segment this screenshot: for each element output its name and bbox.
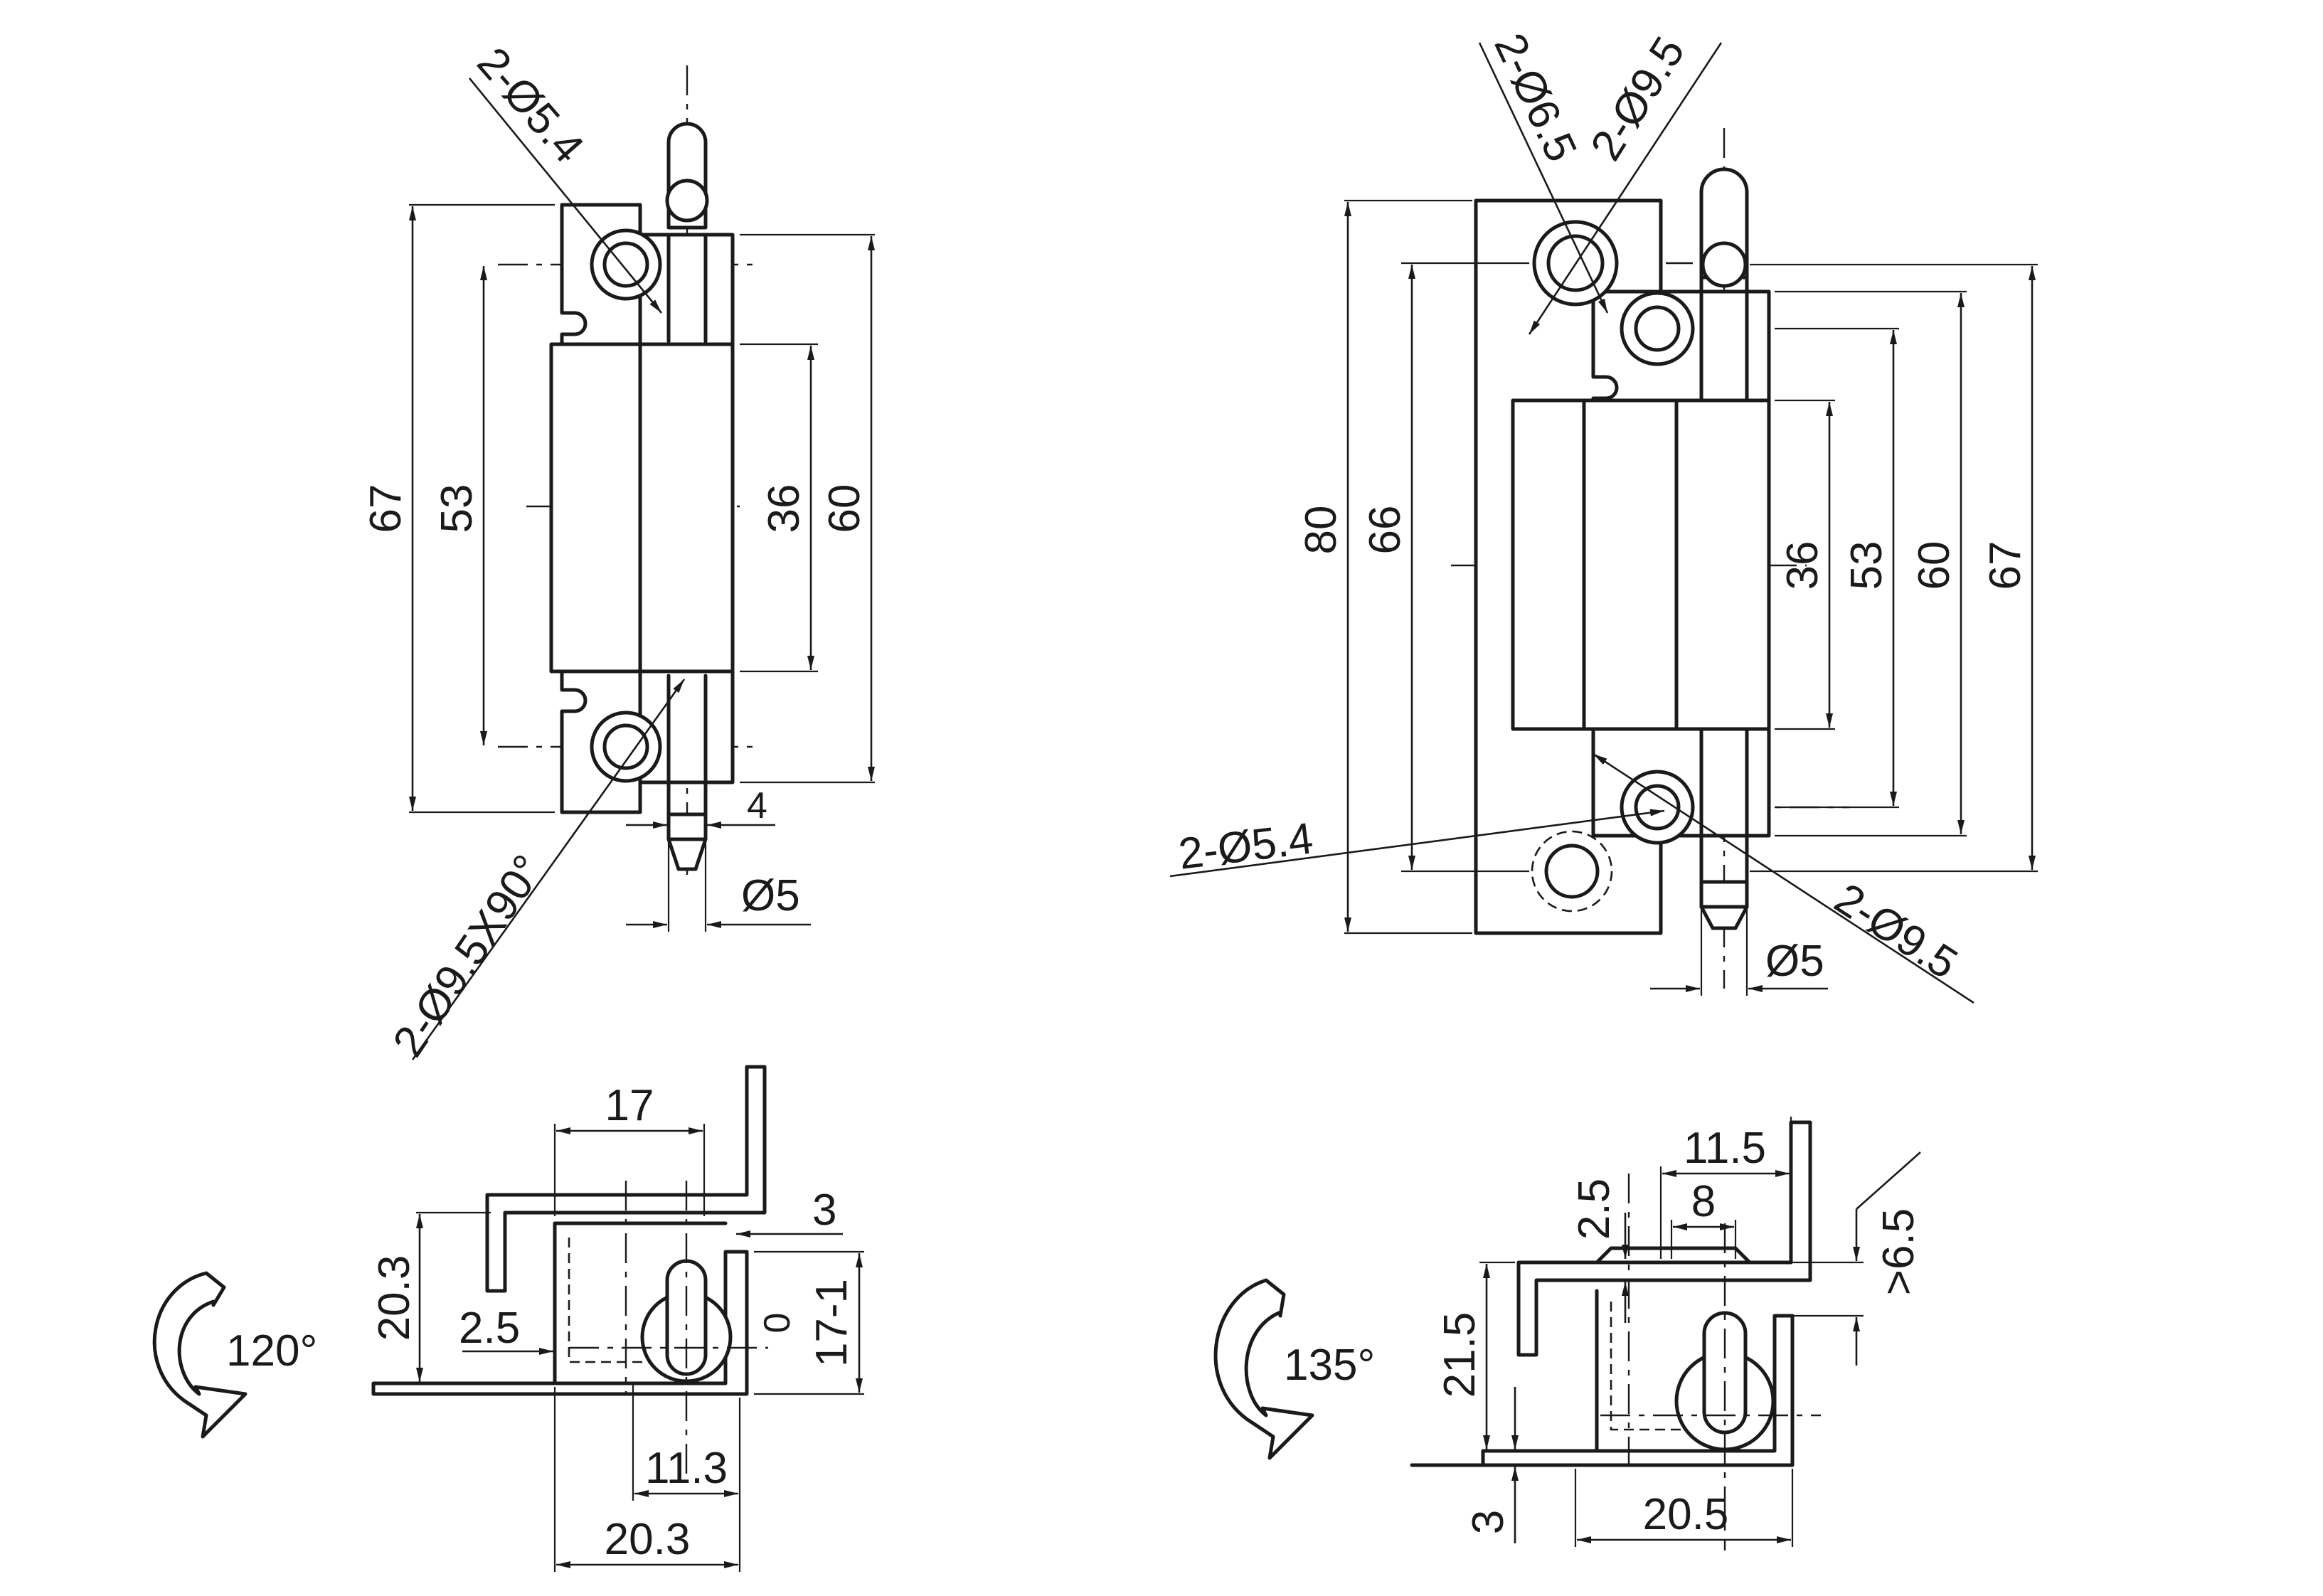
rotation-arrow-icon-large — [1213, 1278, 1314, 1460]
dim-67l-label: 67 — [1981, 541, 2030, 590]
callout-bottom-right-holes: 2-Ø9.5 — [1826, 874, 1966, 989]
rotation-angle-label: 120° — [226, 1326, 317, 1376]
dim-65-leader — [1856, 1151, 1921, 1210]
top-hole-inner — [602, 241, 649, 288]
inner-bracket — [553, 1221, 728, 1385]
callout-left-holes: 2-Ø5.4 — [1176, 814, 1316, 879]
inner-hidden-large — [1610, 1302, 1721, 1431]
dim-25l-label: 2.5 — [1570, 1179, 1619, 1240]
dim-53-label: 53 — [432, 484, 482, 533]
dim-65-label: >6.5 — [1874, 1208, 1923, 1295]
hole-bottom-left-outer — [1531, 830, 1613, 913]
side-pin — [665, 1259, 708, 1376]
pin-top-head — [665, 179, 709, 223]
dim-66-label: 66 — [1361, 506, 1410, 555]
dim-203w-label: 20.3 — [605, 1515, 691, 1564]
hole-top-right-outer — [1620, 291, 1695, 366]
dim-205-label: 20.5 — [1643, 1490, 1729, 1539]
side-view-large: 11.5 8 2.5 >6.5 21.5 3 20.5 135° — [1213, 1117, 1923, 1550]
dim-60-label: 60 — [820, 484, 869, 533]
bottom-hole-inner — [602, 723, 649, 770]
hole-bottom-right-outer — [1620, 770, 1695, 845]
dim-53l-label: 53 — [1842, 541, 1891, 590]
pin-bottom-tip — [666, 812, 708, 871]
leader-bottom-holes — [411, 679, 686, 1060]
upper-leaf-large — [1516, 1120, 1812, 1357]
side-view-small: 17 3 20.3 2.5 0 17-1 11.3 20.3 120° — [152, 1065, 864, 1572]
dim-215-label: 21.5 — [1435, 1312, 1484, 1398]
front-view-large: 80 66 36 53 60 67 Ø5 2-Ø6.5 2-Ø9.5 2-Ø5.… — [1169, 26, 2038, 1004]
inner-block-large — [1595, 1278, 1745, 1453]
callout-bottom-holes: 2-Ø9.5X90° — [383, 846, 553, 1065]
dim-67-label: 67 — [361, 484, 410, 533]
leader-top-left-holes — [1478, 42, 1609, 314]
dim-17-label: 17 — [605, 1081, 654, 1130]
hole-bottom-left-inner — [1544, 844, 1600, 899]
leader-top-holes — [468, 78, 663, 314]
top-block-large — [1595, 1246, 1752, 1265]
dim-36l-label: 36 — [1778, 541, 1827, 590]
dim-203h-label: 20.3 — [370, 1255, 419, 1341]
dim-113-label: 11.3 — [645, 1444, 728, 1493]
dim-0-label: 0 — [757, 1313, 798, 1334]
dim-d5l-label: Ø5 — [1765, 937, 1824, 986]
bottom-hole-outer — [590, 711, 662, 783]
front-view-small: 67 53 36 60 4 Ø5 2-Ø5.4 2-Ø9.5X90° — [361, 38, 875, 1065]
dim-36-label: 36 — [760, 484, 809, 533]
pin-top-head-large — [1701, 241, 1748, 288]
knuckle-large — [1511, 398, 1771, 731]
dim-80-label: 80 — [1297, 506, 1346, 555]
dim-171-label: 17-1 — [807, 1279, 856, 1367]
dim-115-label: 11.5 — [1684, 1124, 1766, 1173]
callout-top-left-holes: 2-Ø6.5 — [1484, 26, 1586, 169]
dim-4-label: 4 — [747, 785, 767, 826]
leader-top-right-holes — [1528, 42, 1723, 335]
hole-top-left-inner — [1546, 234, 1605, 292]
base-plate — [371, 1250, 749, 1396]
leader-bottom-right-holes — [1593, 752, 1974, 1004]
hole-top-right-inner — [1634, 305, 1681, 352]
rotation-arrow-icon — [152, 1271, 248, 1439]
dim-60l-label: 60 — [1910, 541, 1959, 590]
dim-3l-label: 3 — [1464, 1510, 1513, 1534]
upper-leaf — [485, 1065, 767, 1293]
dim-3-label: 3 — [812, 1186, 836, 1235]
rotation-angle-label-large: 135° — [1284, 1341, 1375, 1390]
dim-25-label: 2.5 — [459, 1304, 520, 1353]
base-plate-large — [1410, 1314, 1795, 1467]
leader-left-holes — [1169, 809, 1665, 878]
callout-top-right-holes: 2-Ø9.5 — [1581, 28, 1694, 169]
hole-bottom-right-inner — [1634, 784, 1681, 831]
dim-d5-label: Ø5 — [741, 871, 800, 920]
dim-8-label: 8 — [1691, 1177, 1716, 1226]
